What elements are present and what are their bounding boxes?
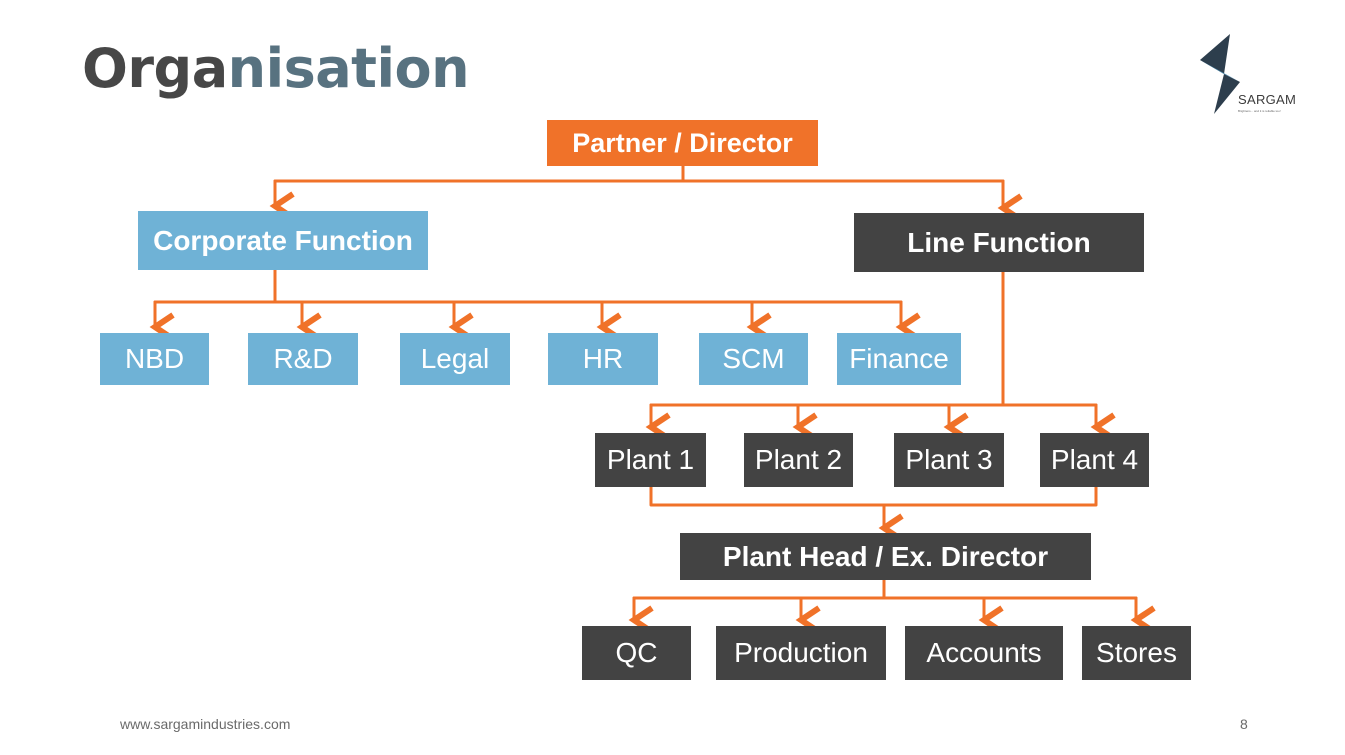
footer-website: www.sargamindustries.com xyxy=(120,716,291,732)
node-dept-rnd: R&D xyxy=(248,333,358,385)
title-part-slate: nisation xyxy=(227,37,470,100)
node-plant-head: Plant Head / Ex. Director xyxy=(680,533,1091,580)
node-unit-production: Production xyxy=(716,626,886,680)
node-dept-legal: Legal xyxy=(400,333,510,385)
node-unit-stores: Stores xyxy=(1082,626,1191,680)
node-partner-director: Partner / Director xyxy=(547,120,818,166)
node-plant-1: Plant 1 xyxy=(595,433,706,487)
node-dept-scm: SCM xyxy=(699,333,808,385)
page-title: Organisation xyxy=(82,42,470,96)
node-plant-2: Plant 2 xyxy=(744,433,853,487)
node-dept-finance: Finance xyxy=(837,333,961,385)
page-number: 8 xyxy=(1240,716,1248,732)
node-unit-qc: QC xyxy=(582,626,691,680)
node-dept-nbd: NBD xyxy=(100,333,209,385)
node-corporate-function: Corporate Function xyxy=(138,211,428,270)
node-line-function: Line Function xyxy=(854,213,1144,272)
title-part-dark: Orga xyxy=(82,37,228,100)
node-plant-4: Plant 4 xyxy=(1040,433,1149,487)
logo-tagline: Brightens... and it is reliable too! xyxy=(1238,109,1281,113)
node-unit-accounts: Accounts xyxy=(905,626,1063,680)
node-dept-hr: HR xyxy=(548,333,658,385)
node-plant-3: Plant 3 xyxy=(894,433,1004,487)
sargam-logo-icon xyxy=(1200,34,1240,114)
logo-name: SARGAM xyxy=(1238,92,1297,107)
